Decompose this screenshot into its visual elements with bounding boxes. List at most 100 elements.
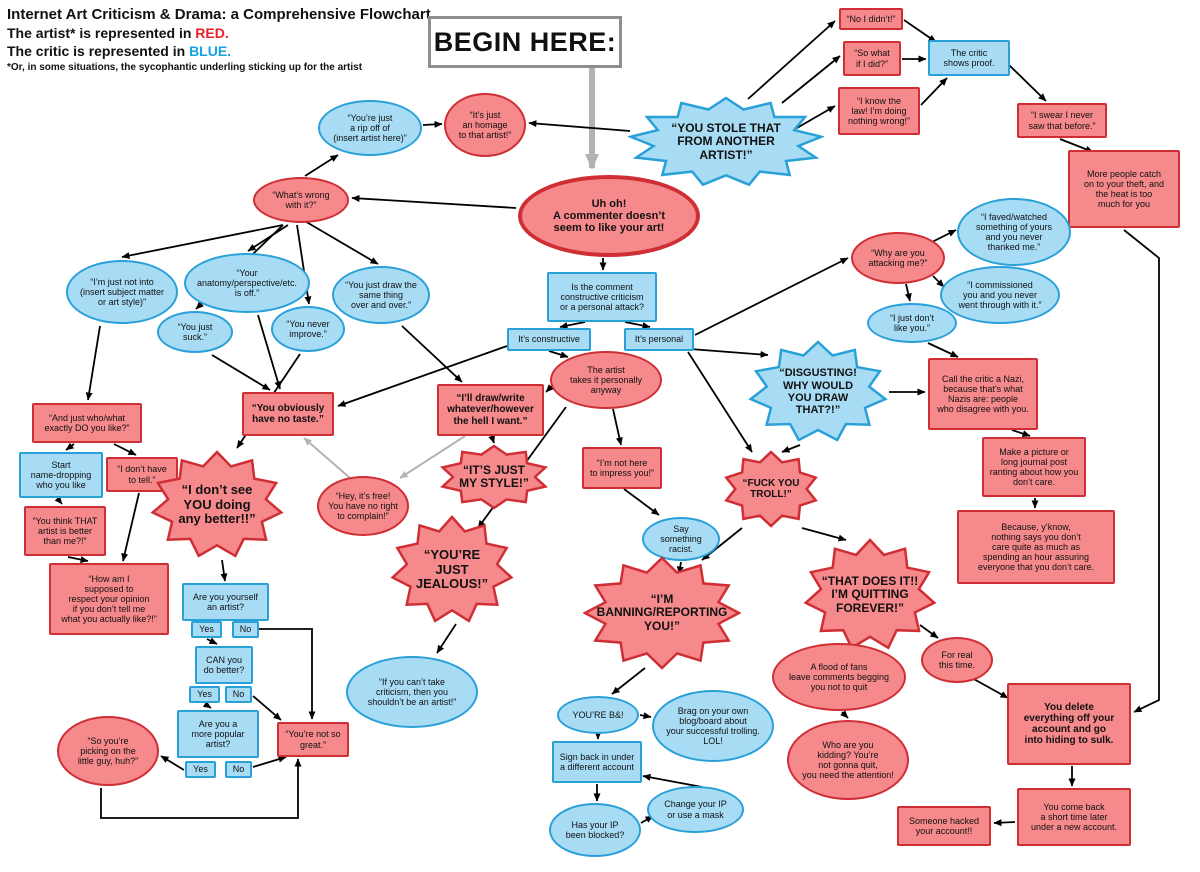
node-label-not-impress: “I’m not here to impress you!” — [589, 457, 655, 478]
edge-arrow — [121, 492, 140, 562]
edge-arrow — [67, 556, 89, 563]
node-banning: “I’M BANNING/REPORTING YOU!” — [583, 556, 741, 670]
edge-arrow — [612, 408, 623, 446]
node-label-can-better: CAN you do better? — [203, 654, 245, 675]
node-cb-yes: Yes — [189, 686, 220, 703]
begin-here-box: BEGIN HERE: — [428, 16, 622, 68]
node-quitting: “THAT DOES IT!! I’M QUITTING FOREVER!” — [803, 538, 937, 652]
begin-here-label: BEGIN HERE: — [433, 26, 617, 57]
node-that-artist-better: “You think THAT artist is better than me… — [24, 506, 106, 556]
node-label-dont-have-tell: “I don’t have to tell.” — [117, 464, 167, 485]
node-whats-wrong: “What’s wrong with it?” — [253, 177, 349, 223]
node-label-what-do-you-like: “And just who/what exactly DO you like?” — [44, 412, 130, 433]
node-label-sign-back: Sign back in under a different account — [559, 751, 635, 772]
node-racist: Say something racist. — [642, 517, 720, 561]
edge-arrow — [351, 194, 517, 209]
edge-arrow — [304, 154, 339, 177]
node-hey-free: “Hey, it’s free! You have no right to co… — [317, 476, 409, 536]
node-same-thing: “You just draw the same thing over and o… — [332, 266, 430, 324]
node-label-cant-take: “If you can’t take criticism, then you s… — [367, 676, 457, 708]
node-label-no-didnt: “No I didn’t!” — [846, 13, 896, 24]
node-why-attacking: “Why are you attacking me?” — [851, 232, 945, 284]
node-label-just-style: “IT’S JUST MY STYLE!” — [459, 462, 529, 490]
node-label-ip-blocked: Has your IP been blocked? — [565, 819, 625, 840]
node-label-hacked: Someone hacked your account!! — [908, 815, 980, 836]
edge-arrow — [687, 351, 753, 453]
node-label-how-respect: “How am I supposed to respect your opini… — [61, 573, 157, 625]
node-label-quitting: “THAT DOES IT!! I’M QUITTING FOREVER!” — [821, 573, 919, 615]
node-label-cb-yes: Yes — [197, 689, 212, 700]
node-what-do-you-like: “And just who/what exactly DO you like?” — [32, 403, 142, 443]
node-label-you-suck: “You just suck.” — [177, 321, 213, 342]
starburst-shape — [583, 556, 741, 670]
node-label-is-comment: Is the comment constructive criticism or… — [559, 281, 645, 313]
edge-arrow — [303, 437, 351, 479]
edge-arrow — [252, 755, 287, 768]
node-never-improve: “You never improve.” — [271, 306, 345, 352]
node-label-no-taste: “You obviously have no taste.” — [251, 402, 325, 425]
node-label-uh-oh: Uh oh! A commenter doesn’t seem to like … — [552, 197, 666, 235]
node-label-whats-wrong: “What’s wrong with it?” — [272, 189, 330, 210]
node-anatomy: “Your anatomy/perspective/etc. is off.” — [184, 253, 310, 313]
node-little-guy: “So you’re picking on the little guy, hu… — [57, 716, 159, 786]
edge-arrow — [639, 712, 652, 720]
node-can-better: CAN you do better? — [195, 646, 253, 684]
node-sign-back: Sign back in under a different account — [552, 741, 642, 783]
node-uh-oh: Uh oh! A commenter doesn’t seem to like … — [518, 175, 700, 257]
edge-arrow — [160, 755, 185, 771]
node-ya-no: No — [232, 621, 259, 638]
node-label-so-what: “So what if I did?” — [854, 48, 890, 69]
node-you-suck: “You just suck.” — [157, 311, 233, 353]
edge-arrow — [220, 559, 228, 582]
node-label-youre-band: YOU’RE B&! — [572, 709, 624, 720]
edge-arrow — [85, 325, 101, 401]
node-label-takes-personally: The artist takes it personally anyway — [569, 364, 643, 396]
node-jealous: “YOU’RE JUST JEALOUS!” — [390, 515, 514, 625]
node-cb-no: No — [225, 686, 252, 703]
node-faved: “I faved/watched something of yours and … — [957, 198, 1071, 266]
node-who-kidding: Who are you kidding? You’re not gonna qu… — [787, 720, 909, 800]
edge-arrow — [611, 667, 646, 695]
node-label-cb-no: No — [232, 689, 245, 700]
node-label-who-kidding: Who are you kidding? You’re not gonna qu… — [802, 739, 894, 781]
edge-arrow — [559, 321, 586, 329]
node-constructive: It’s constructive — [507, 328, 591, 351]
node-how-respect: “How am I supposed to respect your opini… — [49, 563, 169, 635]
node-label-commissioned: “I commissioned you and you never went t… — [958, 279, 1042, 311]
node-takes-personally: The artist takes it personally anyway — [550, 351, 662, 409]
node-for-real: For real this time. — [921, 637, 993, 683]
node-label-that-artist-better: “You think THAT artist is better than me… — [32, 515, 98, 547]
node-label-same-thing: “You just draw the same thing over and o… — [345, 279, 417, 311]
node-not-into: “I’m just not into (insert subject matte… — [66, 260, 178, 324]
legend-artist-word: RED. — [195, 25, 229, 41]
node-label-flood-fans: A flood of fans leave comments begging y… — [788, 661, 890, 693]
node-label-know-law: “I know the law! I’m doing nothing wrong… — [847, 95, 911, 127]
node-so-what: “So what if I did?” — [843, 41, 901, 76]
node-label-delete-everything: You delete everything off your account a… — [1023, 701, 1115, 747]
node-rip-off: “You’re just a rip off of (insert artist… — [318, 100, 422, 156]
edge-arrow — [1123, 229, 1160, 713]
node-fuck-troll: “FUCK YOU TROLL!” — [722, 450, 820, 528]
node-homage: “It’s just an homage to that artist!” — [444, 93, 526, 157]
node-label-see-you-doing: “I don’t see YOU doing any better!!” — [178, 482, 256, 527]
node-ip-blocked: Has your IP been blocked? — [549, 803, 641, 857]
node-label-dont-like: “I just don’t like you.” — [889, 312, 935, 333]
node-because-yknow: Because, y’know, nothing says you don’t … — [957, 510, 1115, 584]
node-label-brag: Brag on your own blog/board about your s… — [666, 705, 760, 747]
node-no-didnt: “No I didn’t!” — [839, 8, 903, 30]
edge-arrow — [904, 283, 912, 302]
node-is-comment: Is the comment constructive criticism or… — [547, 272, 657, 322]
node-dont-like: “I just don’t like you.” — [867, 303, 957, 343]
legend-critic-word: BLUE. — [189, 43, 232, 59]
node-label-disgusting: “DISGUSTING! WHY WOULD YOU DRAW THAT?!” — [779, 367, 857, 417]
node-cant-take: “If you can’t take criticism, then you s… — [346, 656, 478, 728]
node-flood-fans: A flood of fans leave comments begging y… — [772, 643, 906, 711]
edge-arrow — [259, 628, 316, 720]
edge-arrow — [436, 623, 457, 654]
node-disgusting: “DISGUSTING! WHY WOULD YOU DRAW THAT?!” — [748, 340, 888, 444]
edge-arrow — [993, 819, 1016, 827]
node-label-hey-free: “Hey, it’s free! You have no right to co… — [328, 490, 398, 522]
node-more-people: More people catch on to your theft, and … — [1068, 150, 1180, 228]
node-commissioned: “I commissioned you and you never went t… — [940, 266, 1060, 324]
